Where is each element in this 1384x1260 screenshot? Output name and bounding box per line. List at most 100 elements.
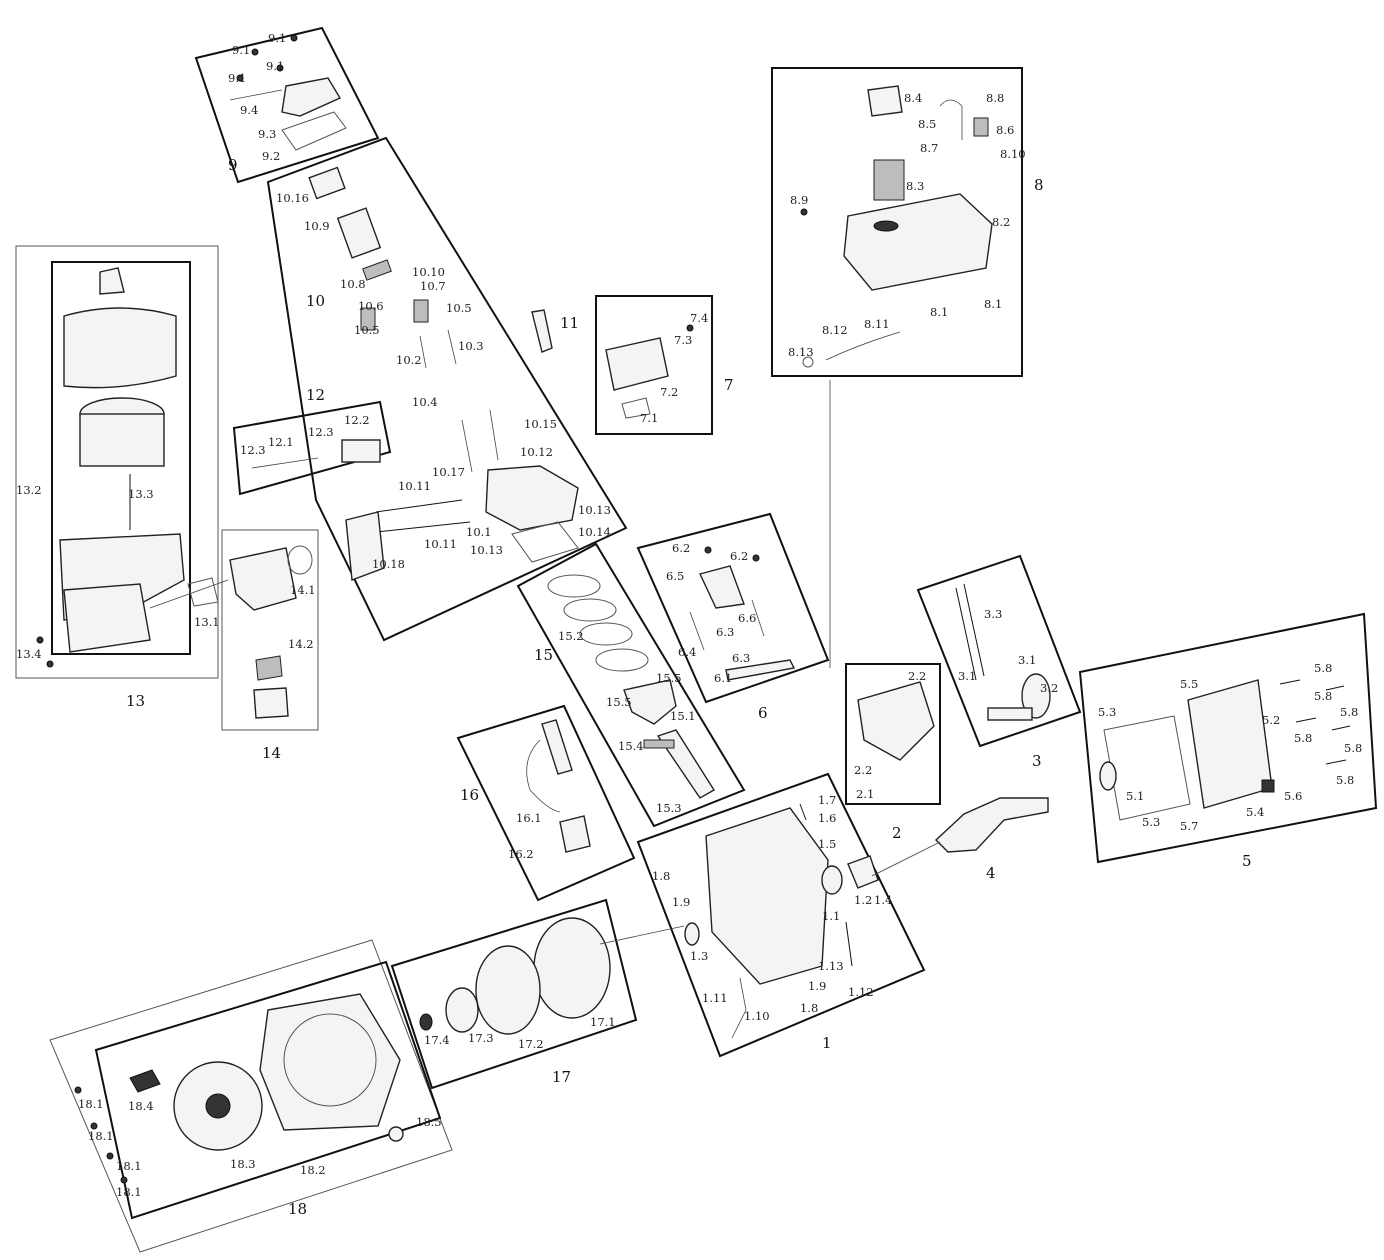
- bolt-9-1-d: [276, 64, 284, 72]
- group-number-label: 14: [262, 744, 281, 762]
- breather-assembly-part: [847, 855, 879, 889]
- part-number-label: 10.7: [420, 279, 446, 293]
- flywheel-fan-part: [475, 945, 541, 1035]
- bolt-6-2b-part: [752, 554, 760, 562]
- crankshaft-part: [934, 797, 1049, 853]
- part-number-label: 6.3: [716, 625, 734, 639]
- group-12-frame: [232, 400, 392, 496]
- group-number-label: 18: [288, 1200, 307, 1218]
- group-number-label: 4: [986, 864, 996, 882]
- fuel-line-16-part: [526, 739, 561, 813]
- part-number-label: 10.13: [578, 503, 611, 517]
- part-number-label: 2.1: [856, 787, 874, 801]
- part-number-label: 5.3: [1142, 815, 1160, 829]
- cam-gear-part: [1021, 673, 1051, 719]
- part-number-label: 5.8: [1314, 689, 1332, 703]
- crankcase-part: [705, 807, 829, 985]
- crankcase-gasket-part: [1103, 715, 1191, 821]
- part-number-label: 1.1: [822, 909, 840, 923]
- part-number-label: 6.3: [732, 651, 750, 665]
- part-number-label: 10.13: [470, 543, 503, 557]
- bolt-18-1b-part: [90, 1122, 98, 1130]
- nut-13-4b-part: [46, 660, 54, 668]
- solenoid-part: [341, 439, 381, 463]
- part-number-label: 15.5: [656, 671, 682, 685]
- fuel-tank-neck-part: [873, 220, 899, 232]
- bolt-5-8c-part: [1295, 717, 1317, 723]
- push-rod-b-part: [489, 409, 499, 461]
- flywheel-nut-part: [419, 1013, 433, 1031]
- bolt-5-8a-part: [1279, 679, 1301, 685]
- part-number-label: 18.1: [88, 1129, 114, 1143]
- group-13-inner-frame: [51, 261, 191, 655]
- part-number-label: 10.4: [412, 395, 438, 409]
- part-number-label: 3.1: [958, 669, 976, 683]
- part-number-label: 1.8: [652, 869, 670, 883]
- group-1-frame: [636, 772, 926, 1058]
- part-number-label: 9.1: [268, 31, 286, 45]
- group-number-label: 2: [892, 824, 902, 842]
- part-number-label: 7.1: [640, 411, 658, 425]
- cover-plate-part: [857, 681, 935, 761]
- group-number-label: 15: [534, 646, 553, 664]
- part-number-label: 15.1: [670, 709, 696, 723]
- fuel-strainer-part: [873, 159, 905, 201]
- valve-spring-left-part: [360, 307, 376, 331]
- air-filter-case-part: [63, 583, 151, 653]
- head-bolt-a-part: [375, 499, 463, 513]
- part-number-label: 16.2: [508, 847, 534, 861]
- starter-cup-part: [445, 987, 479, 1033]
- part-number-label: 5.7: [1180, 819, 1198, 833]
- part-number-label: 8.9: [790, 193, 808, 207]
- part-number-label: 8.5: [918, 117, 936, 131]
- oil-seal-5-1-part: [1099, 761, 1117, 791]
- fuel-hose-8-12-part: [825, 331, 901, 361]
- grommet-18-5-part: [388, 1126, 404, 1142]
- part-number-label: 10.6: [358, 299, 384, 313]
- group-number-label: 17: [552, 1068, 571, 1086]
- part-number-label: 3.2: [1040, 681, 1058, 695]
- push-rod-a-part: [461, 419, 473, 473]
- part-number-label: 10.17: [432, 465, 465, 479]
- push-rod-3-3-part: [955, 587, 977, 681]
- push-rod-3-3b-part: [963, 583, 985, 677]
- group-number-label: 11: [560, 314, 579, 332]
- part-number-label: 3.1: [1018, 653, 1036, 667]
- part-number-label: 10.5: [446, 301, 472, 315]
- piston-pin-part: [643, 739, 675, 749]
- group-3-frame: [916, 554, 1082, 748]
- bolt-6-2a-part: [704, 546, 712, 554]
- rocker-stud-part: [336, 207, 382, 259]
- part-number-label: 10.3: [458, 339, 484, 353]
- valve-cover-gasket-part: [281, 111, 347, 151]
- fuel-filter-part: [541, 719, 573, 775]
- part-number-label: 7.2: [660, 385, 678, 399]
- part-number-label: 5.8: [1344, 741, 1362, 755]
- nut-13-4-part: [36, 636, 44, 644]
- bolt-5-8e-part: [1325, 759, 1347, 765]
- bolt-9-1-a: [251, 48, 259, 56]
- part-number-label: 18.2: [300, 1163, 326, 1177]
- part-number-label: 17.2: [518, 1037, 544, 1051]
- part-number-label: 9.1: [228, 71, 246, 85]
- fan-housing-opening: [283, 1013, 377, 1107]
- oil-seal-1-3-part: [684, 922, 700, 946]
- part-number-label: 5.5: [1180, 677, 1198, 691]
- part-number-label: 10.10: [412, 265, 445, 279]
- breather-tube-part: [229, 89, 283, 101]
- bolt-18-1d-part: [120, 1176, 128, 1184]
- spark-plug-part: [531, 309, 553, 353]
- flywheel-part: [533, 917, 611, 1019]
- part-number-label: 8.1: [984, 297, 1002, 311]
- air-filter-element-body: [79, 413, 165, 467]
- part-number-label: 10.11: [398, 479, 431, 493]
- part-number-label: 1.12: [848, 985, 874, 999]
- group-number-label: 9: [228, 156, 238, 174]
- part-number-label: 2.2: [908, 669, 926, 683]
- part-number-label: 12.3: [308, 425, 334, 439]
- part-number-label: 5.1: [1126, 789, 1144, 803]
- part-number-label: 1.3: [690, 949, 708, 963]
- part-number-label: 8.8: [986, 91, 1004, 105]
- part-number-label: 12.3: [240, 443, 266, 457]
- part-number-label: 5.8: [1294, 731, 1312, 745]
